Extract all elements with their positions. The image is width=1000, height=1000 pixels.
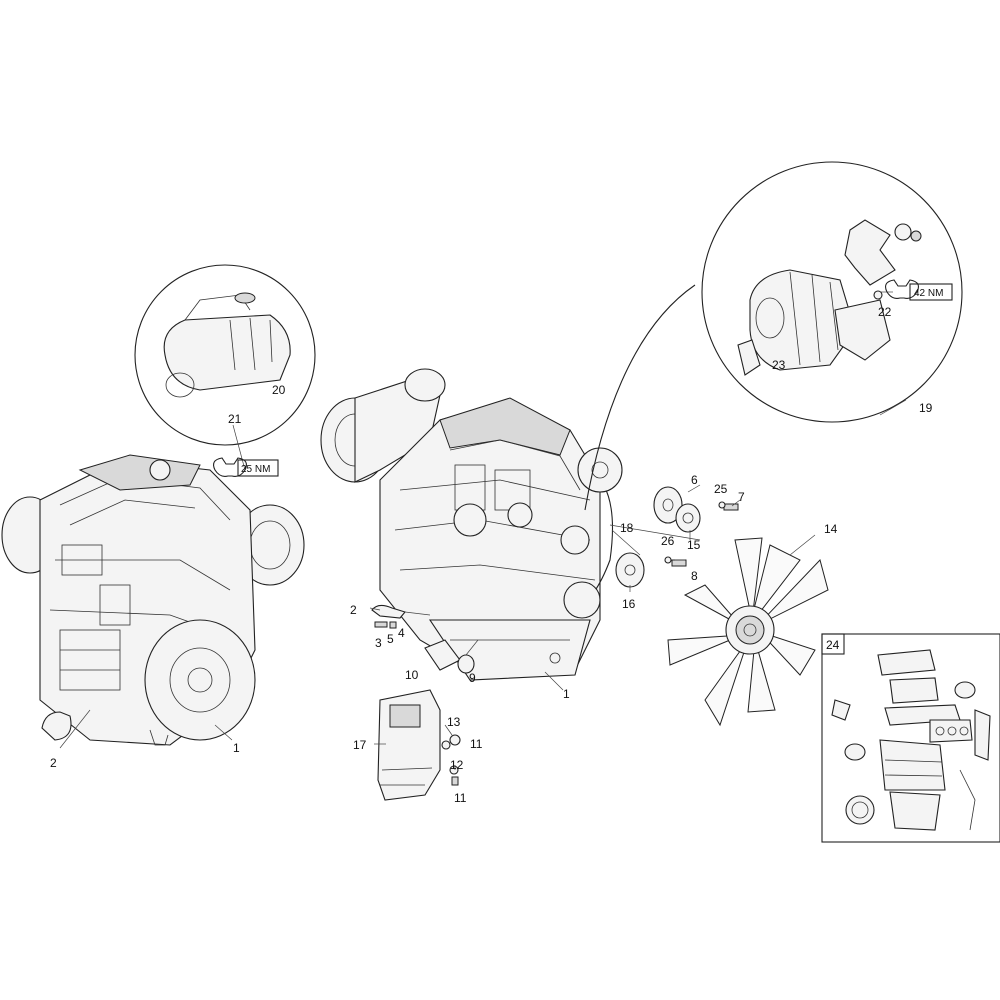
callout-12: 12 (450, 758, 464, 772)
callout-13: 13 (447, 715, 461, 729)
ecu-module (374, 689, 461, 801)
callout-4: 4 (398, 626, 405, 640)
torque-box-21 (237, 459, 279, 477)
callout-17: 17 (353, 738, 367, 752)
callout-9: 9 (469, 671, 476, 685)
callout-10: 10 (405, 668, 419, 682)
alternator-detail (584, 161, 963, 511)
callout-23: 23 (772, 358, 786, 372)
callout-1-left: 1 (233, 741, 240, 755)
torque-22: 42 NM (885, 279, 953, 301)
callout-6: 6 (691, 473, 698, 487)
callout-16: 16 (622, 597, 636, 611)
callout-1-center: 1 (563, 687, 570, 701)
callout-24: 24 (826, 638, 840, 652)
starter-detail (134, 264, 316, 471)
callout-8: 8 (691, 569, 698, 583)
callout-26: 26 (661, 534, 675, 548)
torque-value-22: 42 NM (914, 288, 943, 299)
callout-2-left: 2 (50, 756, 57, 770)
callout-14: 14 (824, 522, 838, 536)
oil-fitting-and-seal (424, 639, 479, 674)
cooling-fan (667, 534, 829, 727)
callout-15: 15 (687, 538, 701, 552)
callout-3: 3 (375, 636, 382, 650)
callout-numbers: 1 1 2 2 3 4 5 6 7 8 9 10 11 11 12 13 14 … (50, 305, 933, 805)
callout-22: 22 (878, 305, 892, 319)
hose-clamp-and-bolts (371, 604, 431, 629)
callout-leaders (59, 399, 907, 770)
torque-box-22 (909, 283, 953, 301)
pulley-parts (609, 486, 739, 588)
callout-21: 21 (228, 412, 242, 426)
engine-rear-view (1, 454, 305, 746)
callout-5: 5 (387, 632, 394, 646)
callout-11-upper: 11 (470, 737, 483, 751)
callout-11-lower: 11 (454, 791, 467, 805)
callout-20: 20 (272, 383, 286, 397)
callout-18: 18 (620, 521, 634, 535)
callout-19: 19 (919, 401, 933, 415)
callout-25: 25 (714, 482, 728, 496)
torque-value-21: 25 NM (241, 464, 270, 475)
callout-2-center: 2 (350, 603, 357, 617)
callout-7: 7 (738, 490, 745, 504)
torque-21: 25 NM (213, 457, 279, 477)
engine-front-view (320, 368, 623, 681)
gasket-kit-panel (821, 633, 1000, 843)
